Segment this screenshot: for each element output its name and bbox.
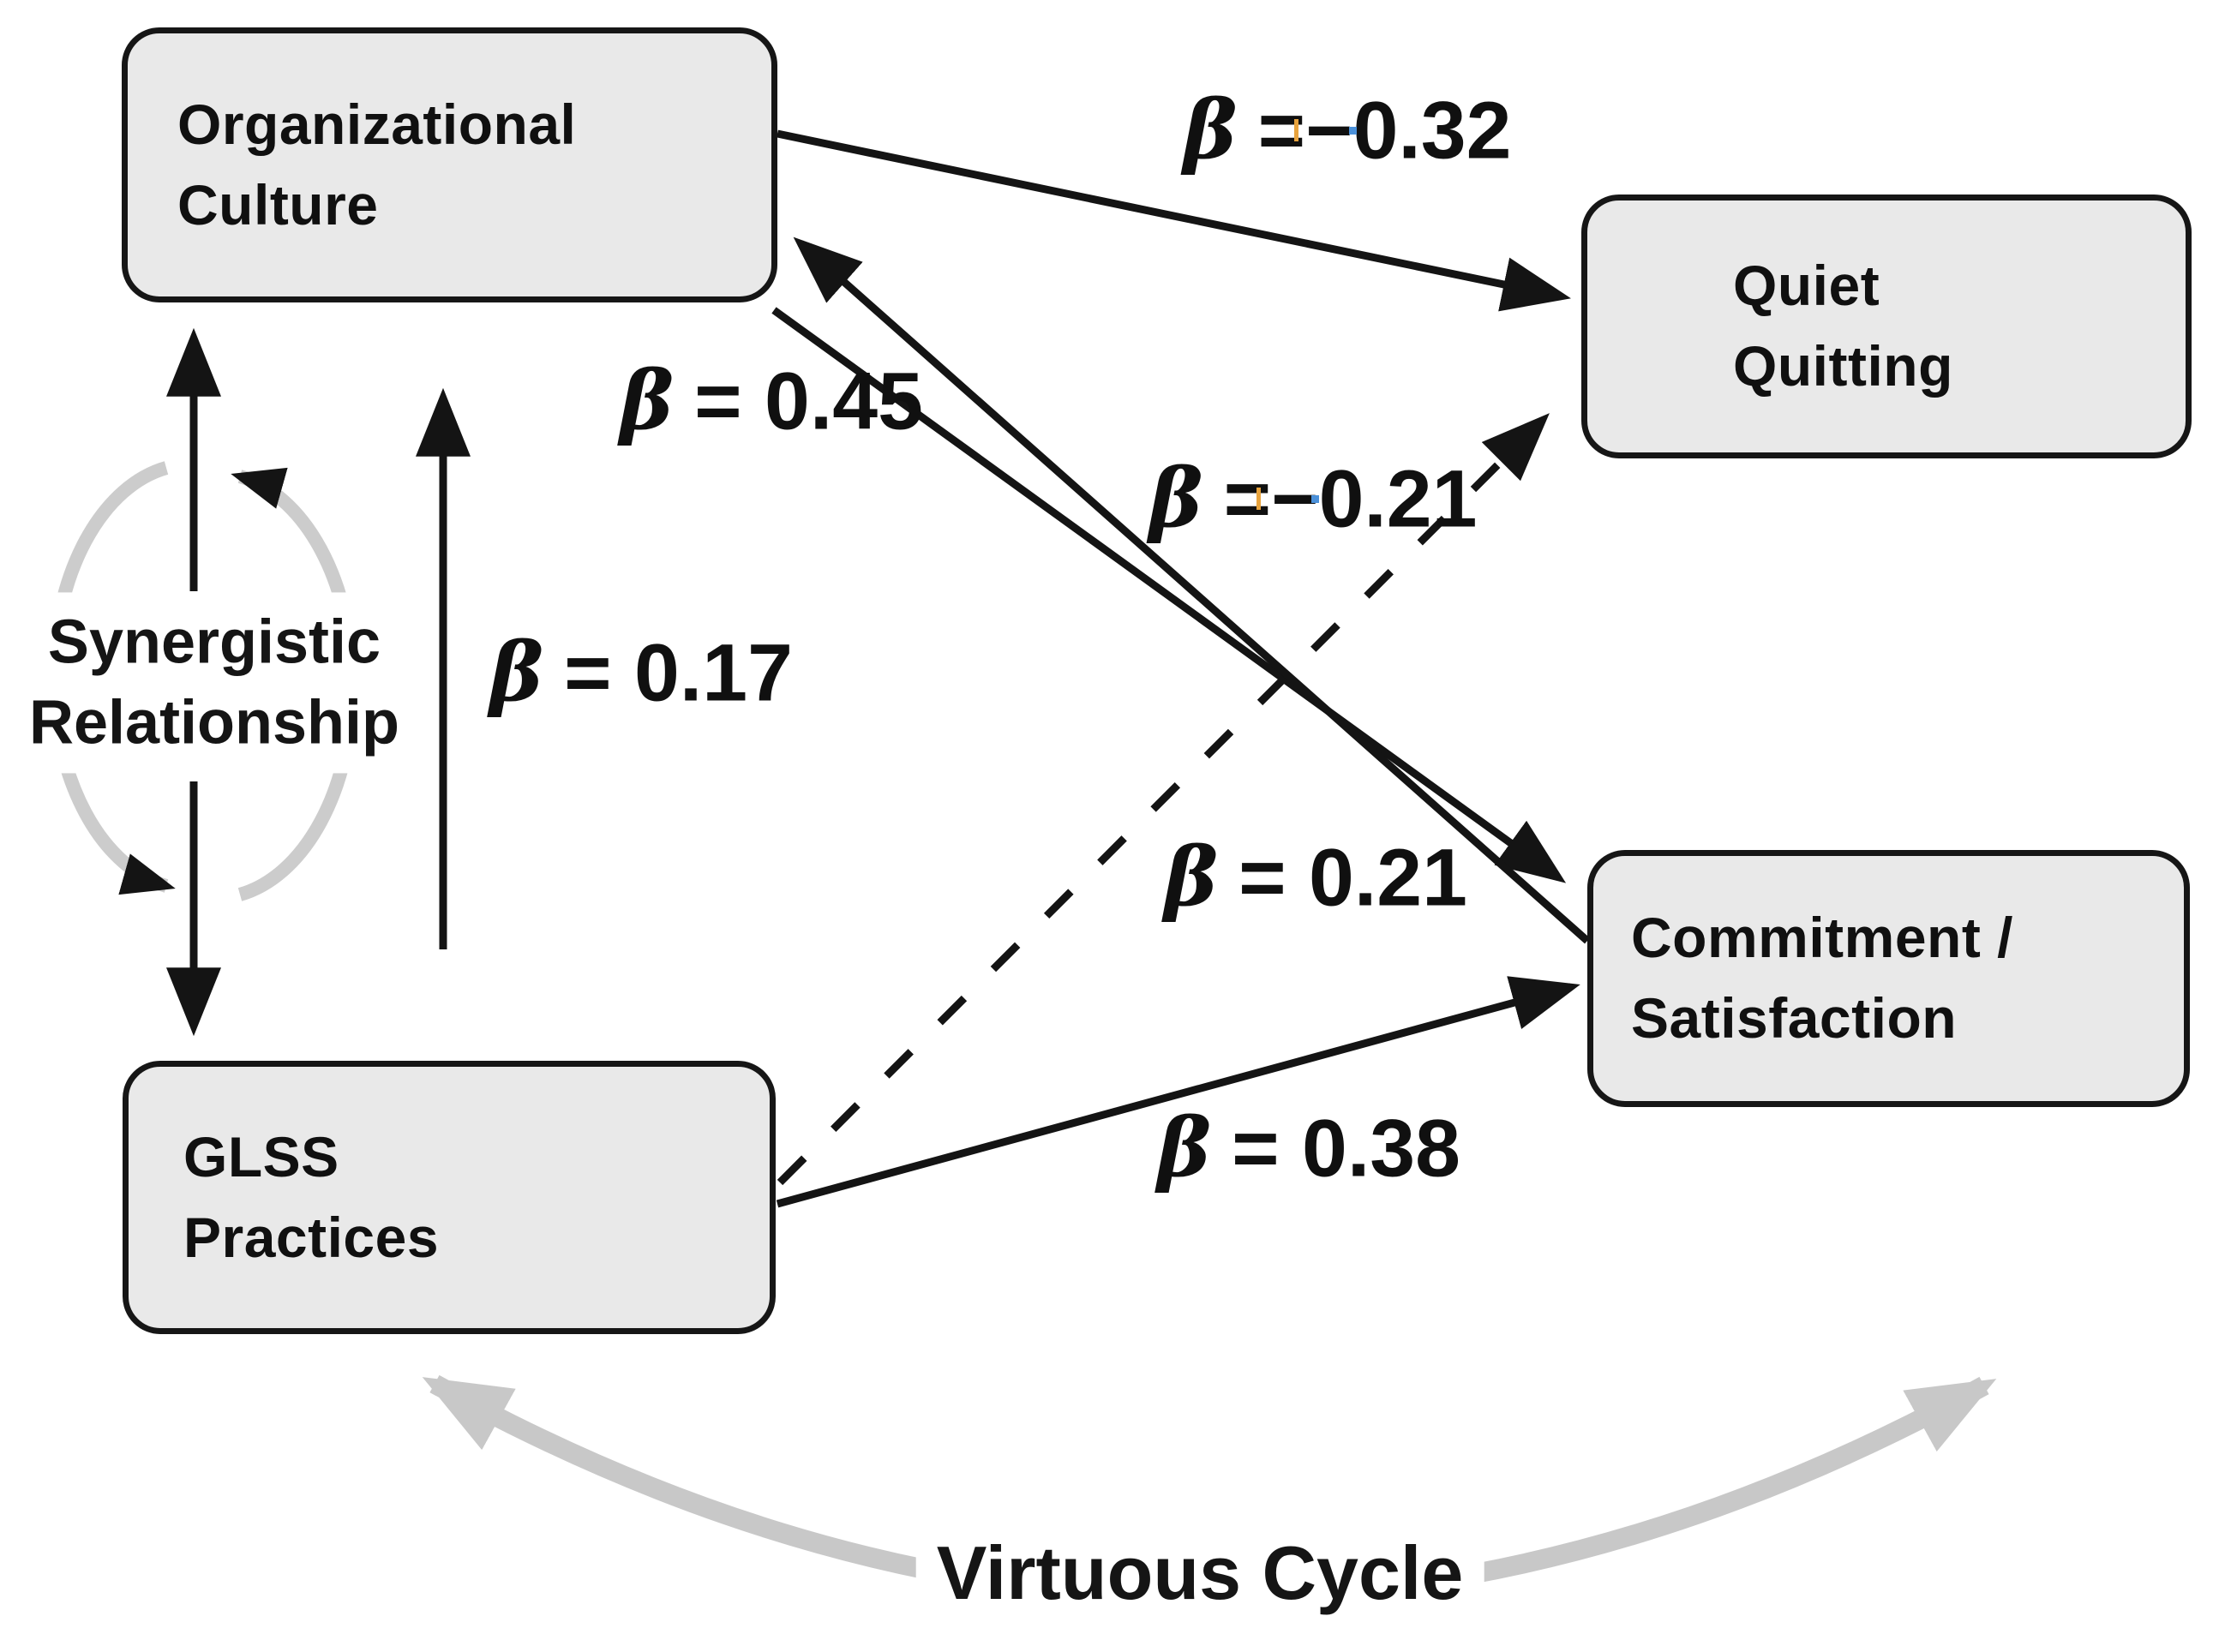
beta-symbol: β (1183, 82, 1238, 178)
beta-value: = 0.45 (694, 356, 923, 447)
beta-symbol: β (620, 353, 675, 449)
beta-symbol: β (489, 625, 544, 721)
beta-value: =−0.32 (1257, 85, 1512, 177)
annotation-line: Virtuous Cycle (936, 1530, 1464, 1615)
synergistic-relationship-label: Synergistic Relationship (15, 592, 414, 774)
virtuous-cycle-label: Virtuous Cycle (915, 1521, 1484, 1625)
node-label-line: Satisfaction (1631, 986, 1958, 1050)
beta-value: =−0.21 (1223, 453, 1478, 545)
node-label-line: Practices (183, 1205, 440, 1269)
arrow-commitment-to-culture (793, 236, 1590, 944)
beta-value: = 0.38 (1232, 1103, 1460, 1194)
annotation-line: Relationship (28, 688, 400, 757)
node-quiet-quitting: Quiet Quitting (1581, 195, 2192, 458)
beta-symbol: β (1148, 451, 1203, 547)
node-label-line: Commitment / (1631, 906, 2014, 970)
beta-value: = 0.17 (564, 627, 793, 719)
edge-label-glss-to-quiet-quitting: β=−0.21 (1149, 452, 1478, 547)
annotation-line: Synergistic (47, 608, 381, 677)
edge-label-culture-to-commitment: β= 0.21 (1164, 830, 1467, 925)
node-glss-practices: GLSS Practices (123, 1061, 776, 1334)
beta-symbol: β (1157, 1100, 1212, 1196)
edge-label-culture-to-quiet-quitting: β=−0.32 (1184, 83, 1512, 178)
node-label-line: Organizational (177, 92, 577, 156)
node-label-line: Quitting (1733, 334, 1953, 398)
node-commitment-satisfaction: Commitment / Satisfaction (1587, 850, 2190, 1107)
edge-label-commitment-to-culture: β= 0.45 (620, 354, 923, 449)
arrow-glss-to-commitment (776, 976, 1580, 1208)
arrow-culture-to-commitment (771, 307, 1567, 883)
arrow-culture-to-quiet-quitting (777, 129, 1571, 312)
node-organizational-culture: Organizational Culture (122, 27, 777, 302)
edge-label-glss-to-commitment: β= 0.38 (1157, 1101, 1460, 1196)
node-label-line: GLSS (183, 1124, 339, 1188)
node-label-line: Culture (177, 172, 379, 236)
beta-value: = 0.21 (1238, 832, 1467, 924)
edge-label-glss-to-culture: β= 0.17 (489, 625, 793, 721)
node-label-line: Quiet (1733, 254, 1880, 318)
beta-symbol: β (1164, 829, 1219, 925)
arrow-glss-to-quiet-quitting-dashed (777, 413, 1550, 1186)
